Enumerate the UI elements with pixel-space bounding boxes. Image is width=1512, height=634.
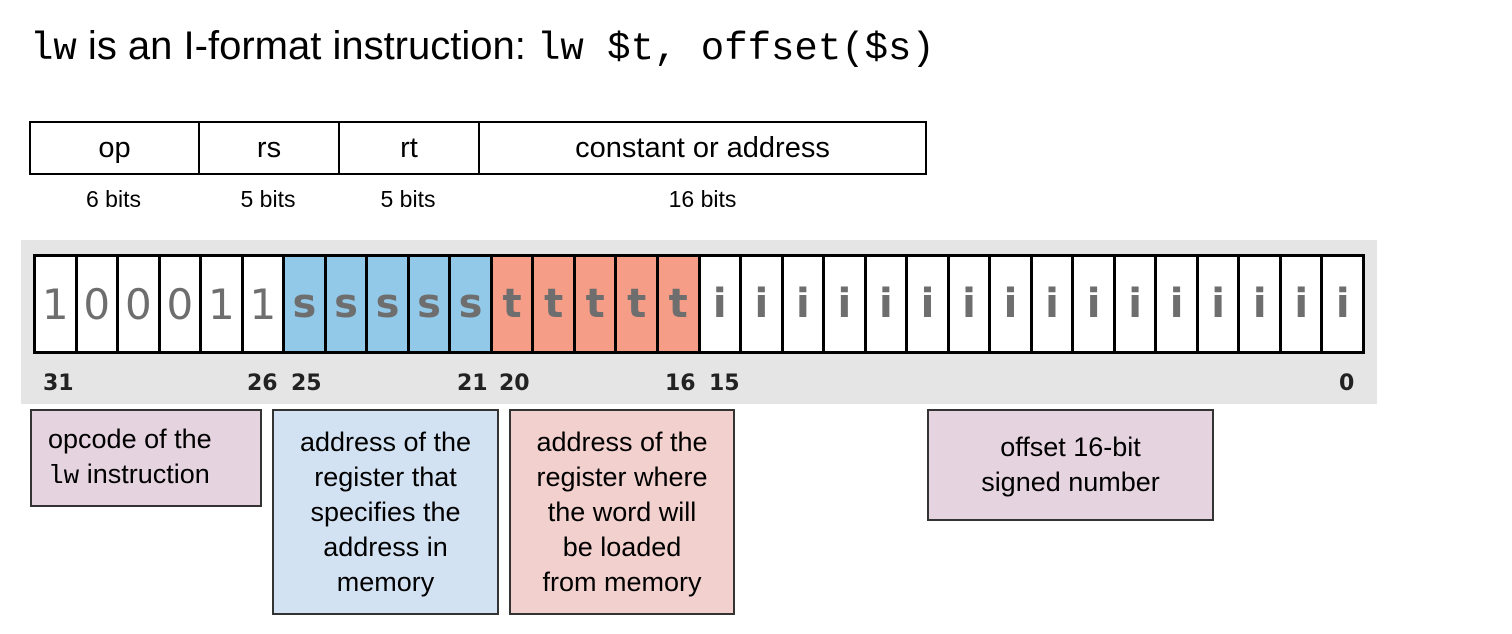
rt-bits-label: 5 bits bbox=[380, 186, 436, 212]
bit-number-15: 15 bbox=[709, 371, 740, 396]
immediate-bit-cell: i bbox=[701, 257, 743, 351]
opcode-note-line1: opcode of the bbox=[48, 424, 212, 454]
opcode-bit-cell: 1 bbox=[244, 257, 286, 351]
immediate-bit-cell: i bbox=[1240, 257, 1282, 351]
bit-number-0: 0 bbox=[1339, 371, 1355, 396]
instruction-format-table: op rs rt constant or address bbox=[29, 121, 927, 175]
rs-bits-label: 5 bits bbox=[240, 186, 296, 212]
title-syntax: lw $t, offset($s) bbox=[536, 27, 935, 71]
opcode-bit-cell: 0 bbox=[161, 257, 203, 351]
opcode-bit-cell: 1 bbox=[202, 257, 244, 351]
bit-number-16: 16 bbox=[665, 371, 696, 396]
rs-bit-cell: s bbox=[285, 257, 327, 351]
title-text: is an I-format instruction: bbox=[76, 24, 537, 68]
bit-number-26: 26 bbox=[247, 371, 278, 396]
field-op: op bbox=[31, 123, 200, 173]
bit-number-20: 20 bbox=[499, 371, 530, 396]
rt-note: address of the register where the word w… bbox=[509, 409, 735, 615]
offset-note: offset 16-bit signed number bbox=[927, 409, 1214, 521]
opcode-bit-cell: 0 bbox=[78, 257, 120, 351]
opcode-bit-cell: 1 bbox=[36, 257, 78, 351]
rs-bit-cell: s bbox=[409, 257, 452, 351]
opcode-note-mnemonic: lw bbox=[48, 461, 80, 491]
opcode-note-line2: instruction bbox=[79, 459, 210, 489]
immediate-bit-cell: i bbox=[1335, 281, 1350, 327]
field-rs: rs bbox=[200, 123, 340, 173]
page-title: lw is an I-format instruction: lw $t, of… bbox=[30, 18, 935, 77]
immediate-bit-cell: i bbox=[950, 257, 992, 351]
bit-number-25: 25 bbox=[291, 371, 322, 396]
bit-number-21: 21 bbox=[457, 371, 488, 396]
rs-bit-cell: s bbox=[451, 257, 493, 351]
immediate-bit-cell: i bbox=[742, 257, 784, 351]
rt-bit-cell: t bbox=[658, 257, 701, 351]
field-rt: rt bbox=[340, 123, 480, 173]
constant-bits-label: 16 bits bbox=[668, 186, 737, 212]
immediate-bit-cell: i bbox=[1033, 257, 1075, 351]
immediate-bit-cell: i bbox=[1116, 257, 1158, 351]
rs-note: address of the register that specifies t… bbox=[272, 409, 499, 615]
opcode-note: opcode of the lw instruction bbox=[30, 409, 262, 507]
immediate-bit-cell: i bbox=[991, 257, 1033, 351]
immediate-bit-cell: i bbox=[784, 257, 826, 351]
immediate-bit-cell: i bbox=[867, 257, 909, 351]
immediate-bit-cell: i bbox=[1282, 257, 1324, 351]
immediate-bit-cell: i bbox=[1199, 257, 1241, 351]
bit-number-31: 31 bbox=[43, 371, 74, 396]
rt-bit-cell: t bbox=[534, 257, 576, 351]
immediate-bit-cell: i bbox=[1074, 257, 1116, 351]
rt-bit-cell: t bbox=[575, 257, 618, 351]
immediate-bit-cell: i bbox=[908, 257, 950, 351]
rs-bit-cell: s bbox=[326, 257, 369, 351]
rt-bit-cell: t bbox=[492, 257, 535, 351]
op-bits-label: 6 bits bbox=[86, 186, 141, 212]
opcode-bit-cell: 0 bbox=[119, 257, 161, 351]
title-mnemonic: lw bbox=[30, 27, 77, 71]
rs-bit-cell: s bbox=[368, 257, 410, 351]
immediate-bit-cell: i bbox=[825, 257, 867, 351]
field-widths-row: 6 bits 5 bits 5 bits 16 bits bbox=[29, 186, 927, 218]
field-constant: constant or address bbox=[575, 131, 830, 164]
immediate-bit-cell: i bbox=[1157, 257, 1199, 351]
rt-bit-cell: t bbox=[617, 257, 659, 351]
